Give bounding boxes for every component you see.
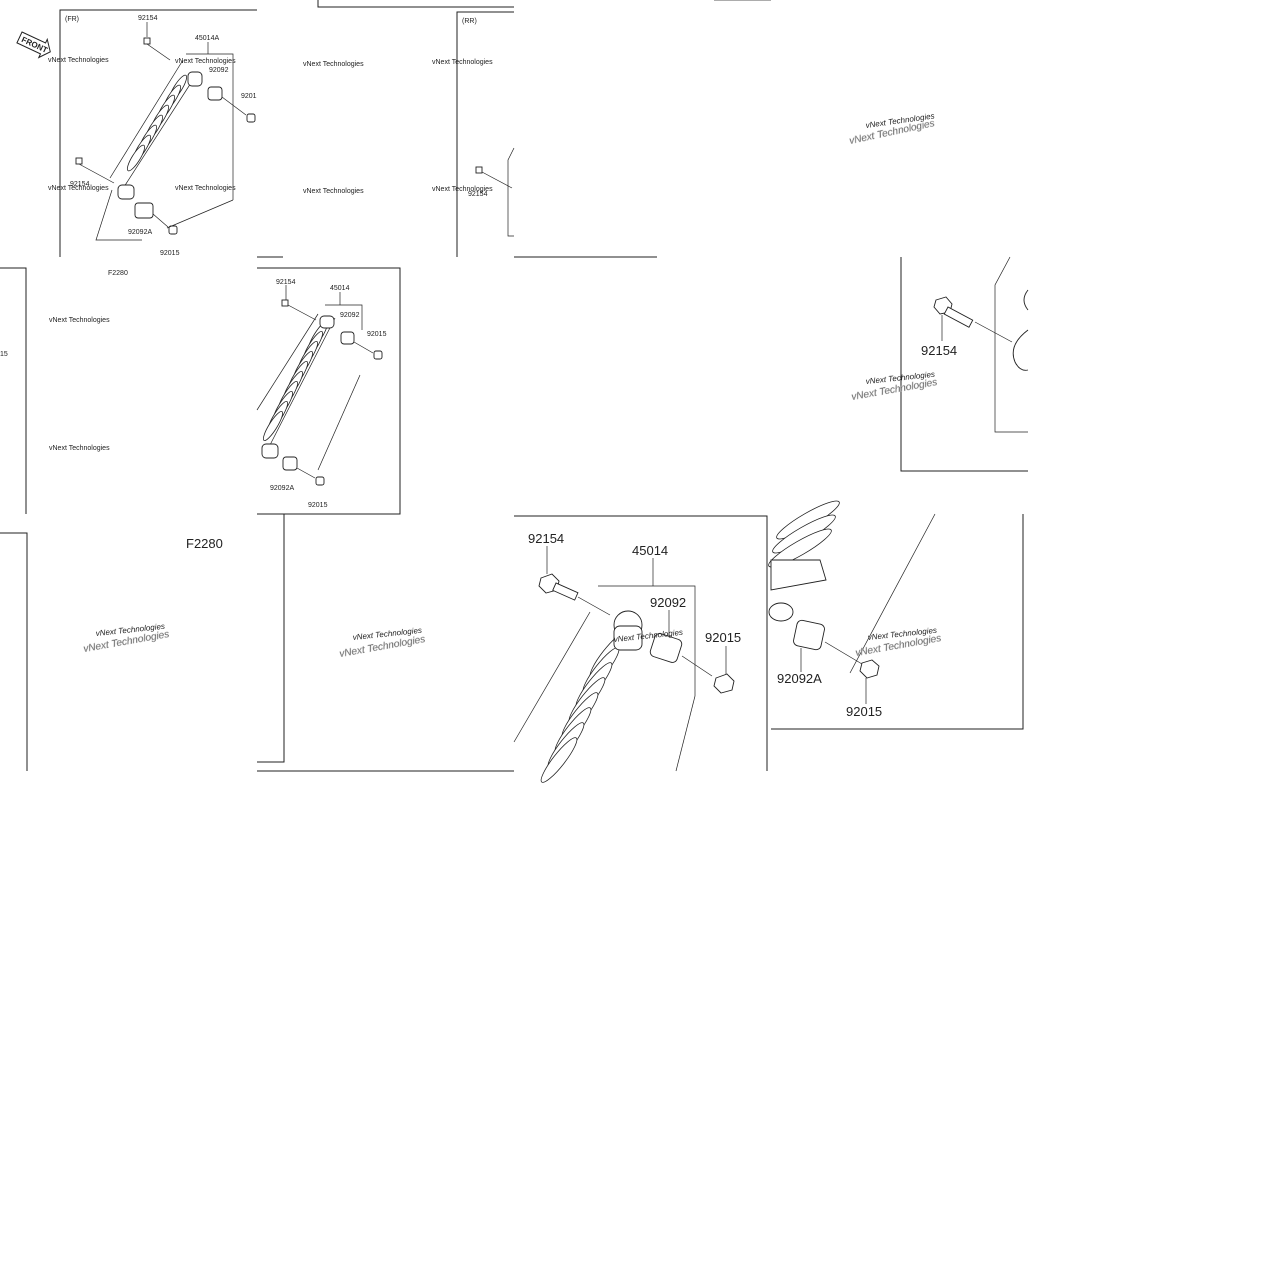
rear-shock-absorber: [256, 313, 361, 471]
nut-icon: [246, 113, 256, 123]
part-label: 92154: [276, 279, 296, 286]
tile-blank-top: vNext Technologies vNext Technologies vN…: [257, 0, 514, 258]
upper-eye: [319, 315, 335, 329]
tile-zoom-bolt: 92154 vNext Technologies vNext Technolog…: [850, 256, 1029, 472]
part-label: 9201: [241, 93, 257, 100]
tile-blank-bottom-mid: vNext Technologies vNext Technologies: [257, 514, 514, 772]
tile-front-small: (FR) FRONT: [16, 9, 257, 257]
part-label: 92092A: [270, 485, 294, 492]
nut-icon: [168, 225, 178, 235]
bushing-icon: [134, 202, 154, 219]
nut-icon: [373, 350, 383, 360]
watermark: vNext Technologies: [175, 185, 236, 192]
bushing-icon: [649, 633, 683, 663]
spring-coils: [126, 74, 188, 172]
part-label: 92092: [650, 595, 686, 610]
watermark: vNext Technologies: [175, 58, 236, 65]
part-label: 92015: [705, 630, 741, 645]
bolt-icon: [143, 37, 171, 61]
drawing-code: F2280: [186, 536, 223, 551]
view-label: (FR): [65, 16, 79, 23]
part-label: 92015: [308, 502, 328, 509]
spring-coils: [262, 321, 329, 441]
part-label: 92015: [160, 250, 180, 257]
view-label: (RR): [462, 18, 477, 25]
bushing-icon: [207, 86, 223, 101]
tile-rear-medium: 92154 45014 92092 92015 92092A 92015: [256, 267, 401, 515]
bushing-icon: [282, 456, 298, 471]
bolt-icon: [933, 296, 1013, 343]
lower-eye: [261, 443, 279, 459]
part-label: 92015: [846, 704, 882, 719]
watermark: vNext Technologies: [432, 186, 493, 193]
tile-blank-left: F2280 15 vNext Technologies vNext Techno…: [0, 267, 128, 514]
nut-icon: [713, 673, 735, 694]
part-label: 45014: [632, 543, 668, 558]
bushing-icon: [793, 619, 825, 651]
spring-coils: [768, 500, 840, 568]
part-label: 92154: [468, 191, 488, 198]
watermark: vNext Technologies: [49, 317, 110, 324]
upper-eye-fragment: [1012, 329, 1029, 371]
watermark-group: vNext Technologies vNext Technologies: [848, 111, 936, 147]
watermark: vNext Technologies: [49, 445, 110, 452]
rear-shock-absorber-zoom: [513, 610, 696, 783]
watermark: vNext Technologies: [48, 57, 109, 64]
part-label: 45014A: [195, 35, 219, 42]
part-label: 92154: [921, 343, 957, 358]
lower-eye: [768, 602, 794, 622]
tile-frame: [59, 9, 257, 257]
watermark: vNext Technologies: [48, 185, 109, 192]
part-label: 92092A: [128, 229, 152, 236]
drawing-code: F2280: [108, 270, 128, 277]
part-label: 92092A: [777, 671, 822, 686]
part-label: 92092: [340, 312, 360, 319]
nut-icon: [859, 659, 880, 679]
front-arrow-icon: FRONT: [16, 31, 51, 59]
part-label: 92154: [70, 181, 90, 188]
upper-eye-fragment: [1023, 289, 1029, 311]
part-label: 45014: [330, 285, 350, 292]
part-label: 92092: [209, 67, 229, 74]
shock-body-lower: [770, 559, 827, 591]
tile-zoom-top: 92154 45014 92092 92015 vNext Technologi…: [513, 515, 768, 783]
bolt-icon: [75, 157, 115, 184]
front-shock-absorber: [109, 59, 203, 200]
part-label: 92154: [138, 15, 158, 22]
tile-zoom-bottom: 92092A 92015 vNext Technologies vNext Te…: [768, 500, 1024, 730]
bolt-icon: [475, 166, 483, 174]
spring-coils: [540, 632, 627, 783]
part-label: 92015: [367, 331, 387, 338]
nut-icon: [315, 476, 325, 486]
upper-eye-body: [613, 625, 643, 651]
tile-rear-small: (RR) 92154: [456, 0, 771, 258]
upper-eye: [187, 71, 203, 87]
part-label: 92154: [528, 531, 564, 546]
lower-eye: [117, 184, 135, 200]
bolt-icon: [538, 573, 611, 616]
bushing-icon: [340, 331, 355, 345]
watermark: vNext Technologies: [303, 61, 364, 68]
watermark: vNext Technologies: [432, 59, 493, 66]
watermark: vNext Technologies: [303, 188, 364, 195]
tile-blank-bottom-left: F2280 vNext Technologies vNext Technolog…: [0, 532, 223, 771]
bolt-icon: [281, 299, 289, 307]
part-label-fragment: 15: [0, 351, 8, 358]
